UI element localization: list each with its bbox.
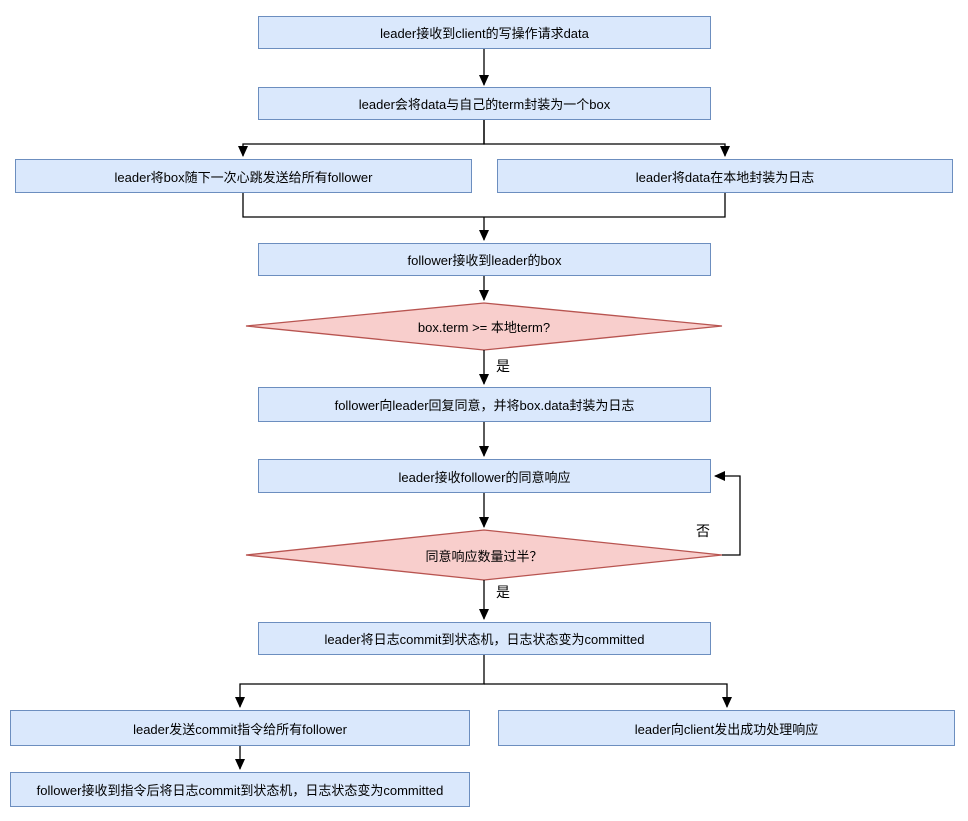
node-leader-wraps-data-term-box: leader会将data与自己的term封装为一个box bbox=[258, 87, 711, 120]
decision-majority-check-label: 同意响应数量过半？ bbox=[425, 548, 543, 564]
node-leader-sends-commit-command: leader发送commit指令给所有follower bbox=[10, 710, 470, 746]
edge-label-no-loop: 否 bbox=[694, 523, 712, 539]
node-follower-receives-box: follower接收到leader的box bbox=[258, 243, 711, 276]
decision-term-check-label: box.term >= 本地term? bbox=[417, 319, 551, 335]
node-leader-commits-log: leader将日志commit到状态机，日志状态变为committed bbox=[258, 622, 711, 655]
decision-term-check-shape bbox=[245, 302, 723, 351]
node-leader-sends-box-heartbeat: leader将box随下一次心跳发送给所有follower bbox=[15, 159, 472, 193]
node-leader-receives-agreement: leader接收follower的同意响应 bbox=[258, 459, 711, 493]
node-follower-commits-log: follower接收到指令后将日志commit到状态机，日志状态变为commit… bbox=[10, 772, 470, 807]
node-leader-responds-client-success: leader向client发出成功处理响应 bbox=[498, 710, 955, 746]
edge-label-yes-majority: 是 bbox=[494, 584, 512, 600]
edge-d2-n6-no-loop bbox=[714, 471, 741, 556]
edge-n2-n3b bbox=[483, 120, 730, 157]
edge-n2-n3a bbox=[238, 120, 485, 157]
edge-label-yes-term-check: 是 bbox=[494, 358, 512, 374]
edge-n3b-merge bbox=[484, 193, 726, 218]
edge-n7-n8a bbox=[235, 655, 485, 708]
node-leader-receives-client-write: leader接收到client的写操作请求data bbox=[258, 16, 711, 49]
edge-n3a-merge bbox=[242, 193, 484, 218]
node-leader-writes-local-log: leader将data在本地封装为日志 bbox=[497, 159, 953, 193]
node-follower-agrees-wraps-log: follower向leader回复同意，并将box.data封装为日志 bbox=[258, 387, 711, 422]
edge-n7-n8b bbox=[484, 683, 732, 708]
